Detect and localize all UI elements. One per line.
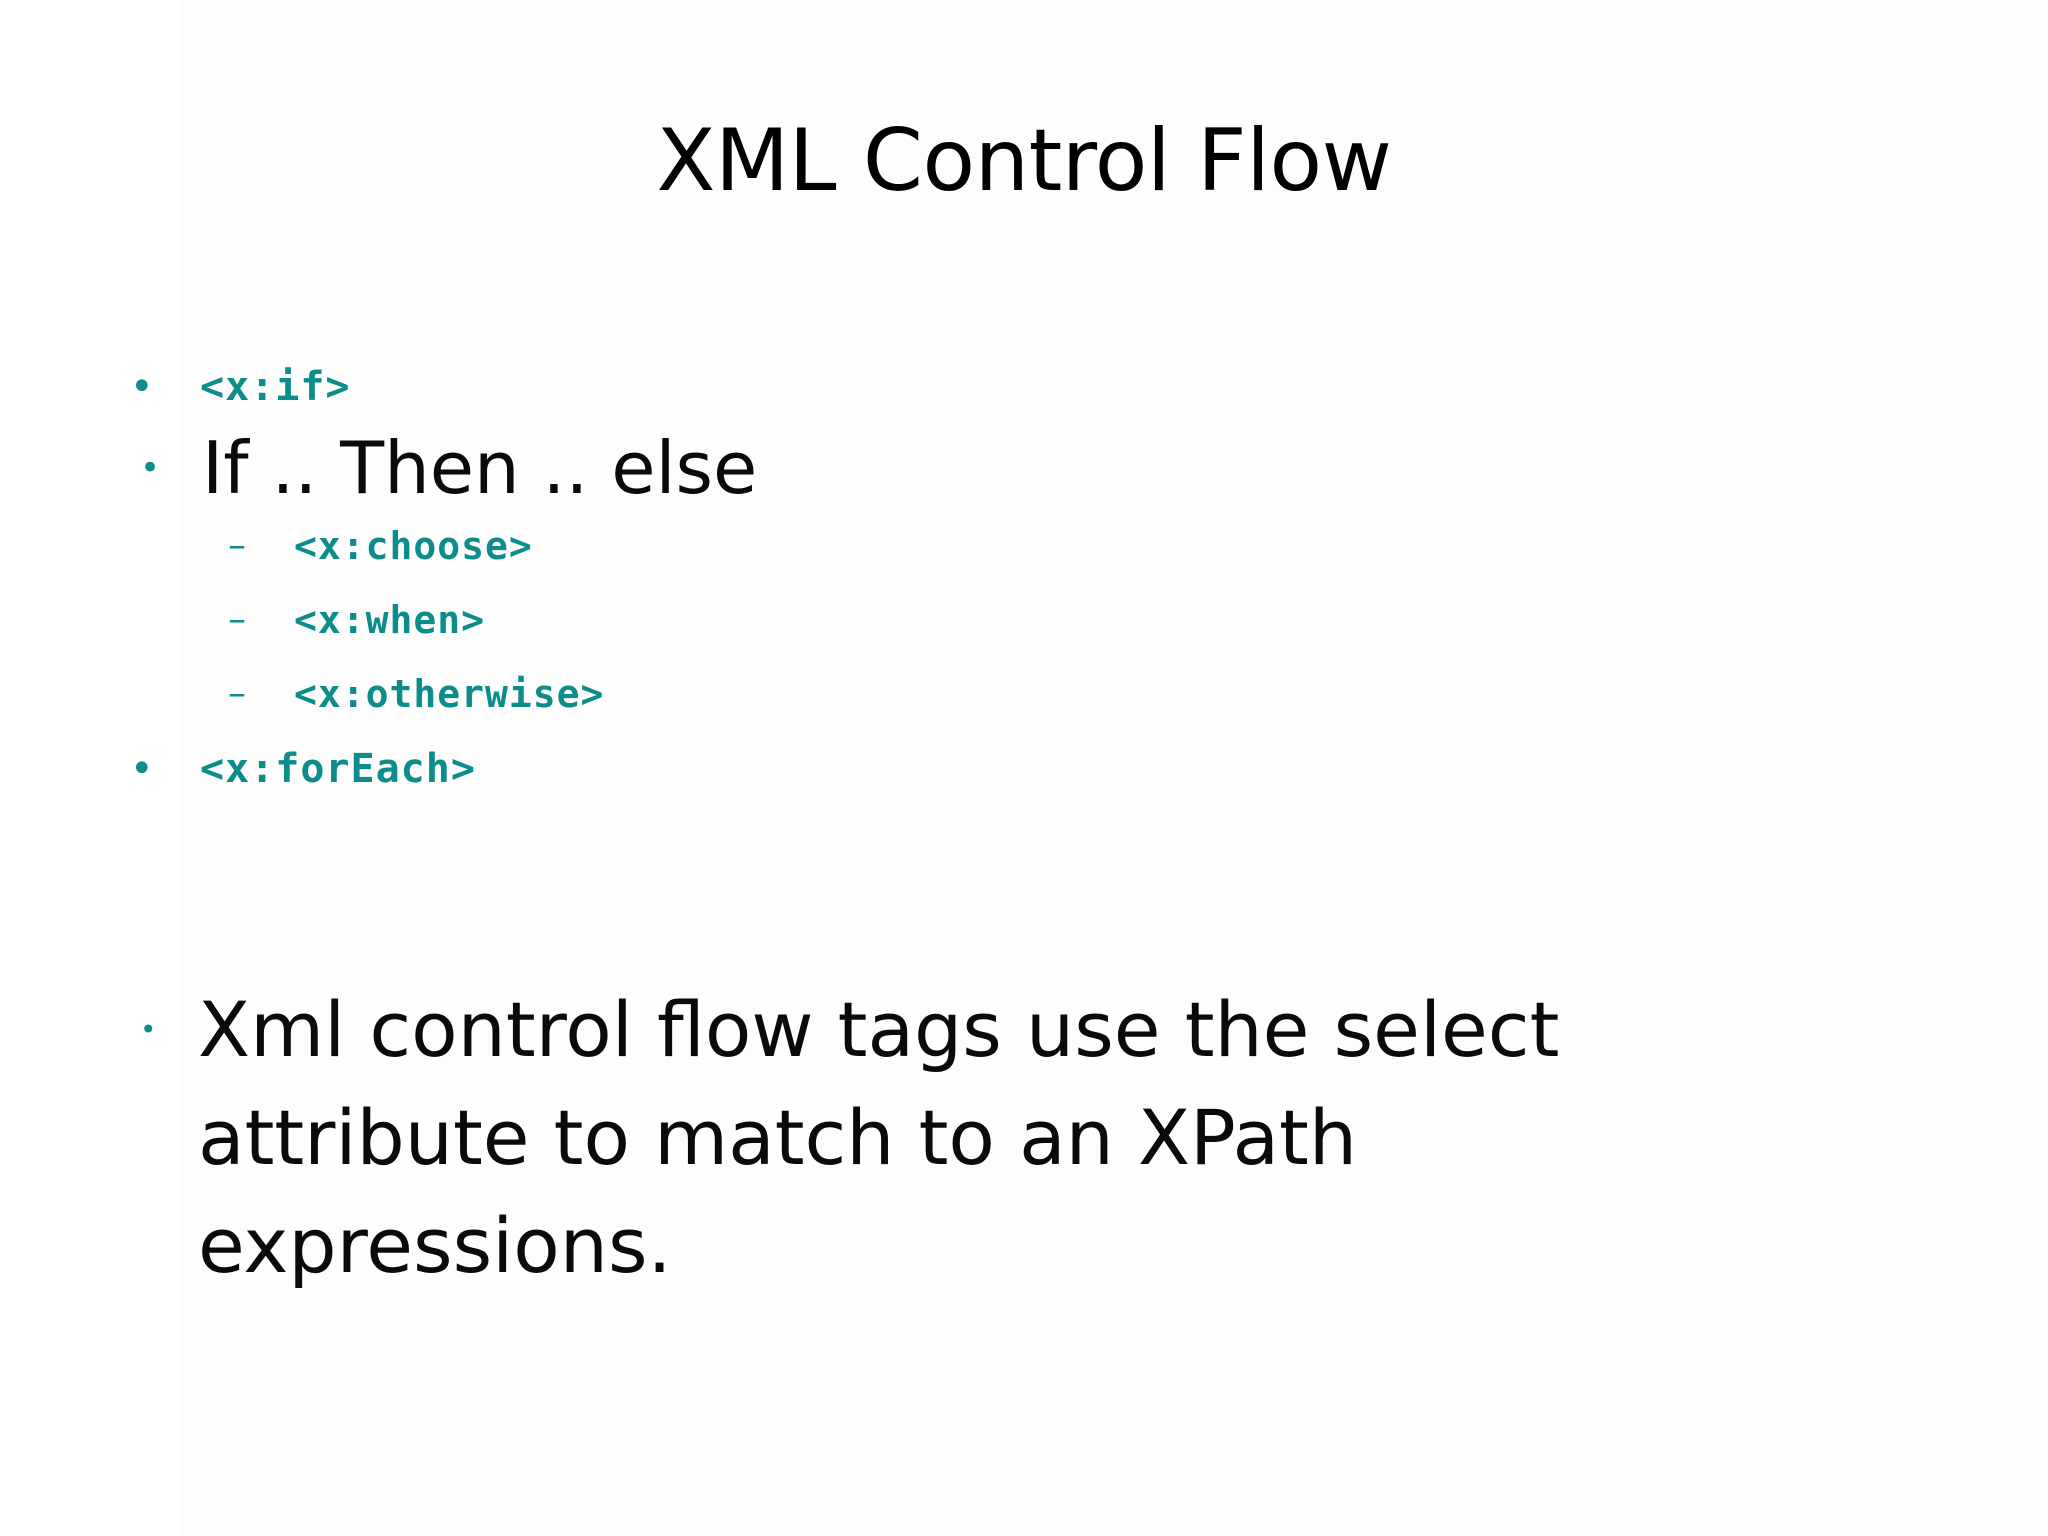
sub-list-item: – <x:when> xyxy=(0,594,2048,646)
list-item: • <x:if> xyxy=(0,360,2048,414)
sub-list-item-label: <x:when> xyxy=(294,598,486,642)
bullet-dash-icon: – xyxy=(228,673,246,714)
sub-list-item: – <x:otherwise> xyxy=(0,668,2048,720)
list-item-label: Xml control flow tags use the select att… xyxy=(198,985,1560,1290)
list-item-label: <x:forEach> xyxy=(200,746,476,792)
bullet-dot-icon: • xyxy=(140,1013,157,1046)
list-item: • Xml control flow tags use the select a… xyxy=(0,976,2048,1300)
bullet-dash-icon: – xyxy=(228,525,246,566)
bullet-dot-icon: • xyxy=(130,364,154,410)
slide-body: • <x:if> • If .. Then .. else – <x:choos… xyxy=(0,360,2048,1300)
sub-list-item-label: <x:otherwise> xyxy=(294,672,605,716)
bullet-dash-icon: – xyxy=(228,599,246,640)
bullet-dot-icon: • xyxy=(140,448,161,488)
list-item: • <x:forEach> xyxy=(0,742,2048,796)
sub-list-item-label: <x:choose> xyxy=(294,524,533,568)
list-item: • If .. Then .. else xyxy=(0,422,2048,514)
page-title: XML Control Flow xyxy=(656,111,1392,211)
bullet-dot-icon: • xyxy=(130,746,154,792)
sub-list-item: – <x:choose> xyxy=(0,520,2048,572)
list-item-label: If .. Then .. else xyxy=(202,426,758,510)
list-item-label: <x:if> xyxy=(200,364,351,410)
